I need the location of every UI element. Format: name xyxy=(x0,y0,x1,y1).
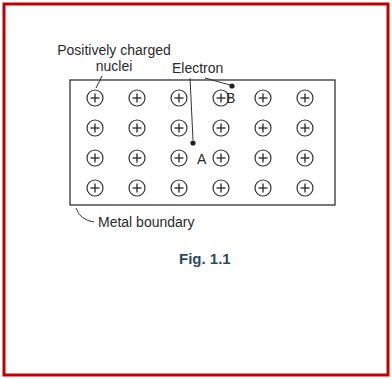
nucleus-circle xyxy=(297,150,313,166)
nucleus-symbol xyxy=(255,180,271,196)
leader-line xyxy=(190,78,193,140)
figure-caption: Fig. 1.1 xyxy=(179,250,231,267)
nucleus-symbol xyxy=(297,150,313,166)
nucleus-circle xyxy=(255,180,271,196)
plus-bar xyxy=(94,124,95,133)
nucleus-circle xyxy=(171,90,187,106)
nucleus-circle xyxy=(129,90,145,106)
plus-bar xyxy=(262,154,263,163)
plus-bar xyxy=(262,124,263,133)
plus-bar xyxy=(136,94,137,103)
nucleus-circle xyxy=(87,120,103,136)
nucleus-symbol xyxy=(171,120,187,136)
plus-bar xyxy=(304,184,305,193)
point-label: B xyxy=(226,90,235,106)
nucleus-symbol xyxy=(129,120,145,136)
nucleus-symbol xyxy=(297,120,313,136)
plus-bar xyxy=(220,184,221,193)
electron-dot xyxy=(229,83,234,88)
nucleus-circle xyxy=(171,120,187,136)
nucleus-circle xyxy=(213,180,229,196)
nucleus-symbol xyxy=(129,90,145,106)
plus-bar xyxy=(178,124,179,133)
nucleus-circle xyxy=(171,180,187,196)
nucleus-symbol xyxy=(255,120,271,136)
red-frame xyxy=(4,4,388,375)
nucleus-symbol xyxy=(255,150,271,166)
plus-bar xyxy=(220,154,221,163)
nuclei-grid xyxy=(87,90,313,196)
plus-bar xyxy=(136,154,137,163)
plus-bar xyxy=(220,94,221,103)
plus-bar xyxy=(304,124,305,133)
boundary-label: Metal boundary xyxy=(98,214,195,230)
nucleus-symbol xyxy=(213,120,229,136)
nucleus-symbol xyxy=(129,180,145,196)
nucleus-circle xyxy=(255,150,271,166)
nucleus-circle xyxy=(255,120,271,136)
plus-bar xyxy=(178,184,179,193)
nucleus-circle xyxy=(87,180,103,196)
plus-bar xyxy=(262,184,263,193)
nucleus-circle xyxy=(129,150,145,166)
plus-bar xyxy=(178,154,179,163)
nucleus-symbol xyxy=(171,150,187,166)
nucleus-circle xyxy=(87,150,103,166)
leader-line xyxy=(96,76,102,88)
plus-bar xyxy=(136,124,137,133)
plus-bar xyxy=(94,94,95,103)
nucleus-symbol xyxy=(87,150,103,166)
plus-bar xyxy=(304,94,305,103)
leader-line xyxy=(76,208,94,222)
nucleus-circle xyxy=(297,90,313,106)
nuclei-label: Positively charged nuclei xyxy=(56,42,172,74)
nucleus-symbol xyxy=(297,90,313,106)
nucleus-circle xyxy=(255,90,271,106)
nucleus-symbol xyxy=(213,180,229,196)
nucleus-symbol xyxy=(255,90,271,106)
nucleus-circle xyxy=(297,180,313,196)
nucleus-symbol xyxy=(87,90,103,106)
nucleus-symbol xyxy=(87,120,103,136)
nucleus-symbol xyxy=(87,180,103,196)
plus-bar xyxy=(178,94,179,103)
nucleus-circle xyxy=(213,120,229,136)
plus-bar xyxy=(220,124,221,133)
nucleus-symbol xyxy=(213,150,229,166)
plus-bar xyxy=(262,94,263,103)
nucleus-symbol xyxy=(171,90,187,106)
leader-line xyxy=(205,78,230,85)
nucleus-circle xyxy=(129,120,145,136)
plus-bar xyxy=(304,154,305,163)
electron-label: Electron xyxy=(172,60,223,76)
nucleus-symbol xyxy=(129,150,145,166)
nucleus-circle xyxy=(87,90,103,106)
nucleus-circle xyxy=(129,180,145,196)
metal-boundary-rect xyxy=(70,80,335,205)
nucleus-circle xyxy=(171,150,187,166)
plus-bar xyxy=(94,154,95,163)
nucleus-circle xyxy=(297,120,313,136)
nucleus-symbol xyxy=(171,180,187,196)
plus-bar xyxy=(136,184,137,193)
plus-bar xyxy=(94,184,95,193)
nucleus-circle xyxy=(213,150,229,166)
electron-dot xyxy=(190,140,195,145)
point-label: A xyxy=(197,151,206,167)
nucleus-symbol xyxy=(297,180,313,196)
